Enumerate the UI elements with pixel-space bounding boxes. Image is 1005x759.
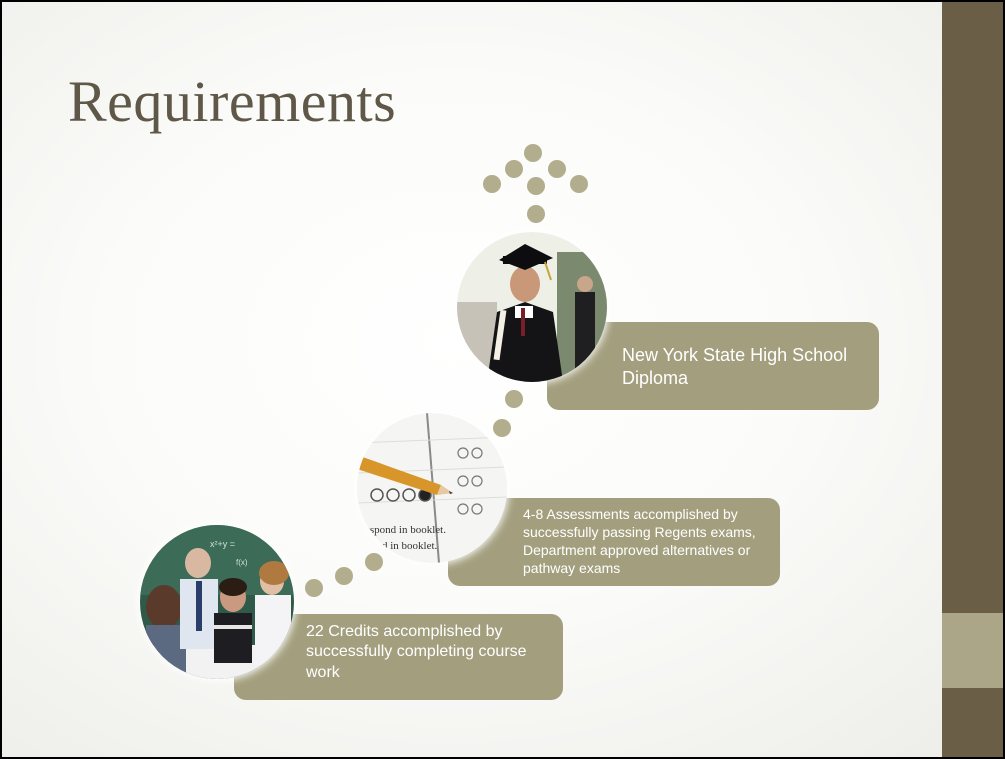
svg-text:ond in booklet.: ond in booklet. [371, 540, 438, 552]
step-diploma-text: New York State High School Diploma [622, 345, 848, 389]
step-assessments-card: 4-8 Assessments accomplished by successf… [448, 498, 780, 586]
arrow-dot [548, 160, 566, 178]
graduate-photo [457, 232, 607, 382]
arrow-dot [483, 175, 501, 193]
step-assessments-text: 4-8 Assessments accomplished by successf… [523, 506, 756, 576]
svg-text:x²+y =: x²+y = [210, 539, 235, 549]
arrow-dot [527, 205, 545, 223]
path-dot [493, 419, 511, 437]
arrow-dot [570, 175, 588, 193]
sidebar-accent [942, 613, 1003, 688]
svg-text:f(x): f(x) [236, 558, 248, 567]
step-diploma-card: New York State High School Diploma [547, 322, 879, 410]
path-dot [305, 579, 323, 597]
arrow-dot [524, 144, 542, 162]
slide-title: Requirements [68, 69, 397, 134]
arrow-dot [505, 160, 523, 178]
test-answer-sheet-photo: espond in booklet. ond in booklet. [357, 413, 507, 563]
students-classroom-photo: x²+y = f(x) [140, 525, 294, 679]
step-credits-text: 22 Credits accomplished by successfully … [306, 623, 527, 681]
arrow-dot [527, 177, 545, 195]
path-dot [505, 390, 523, 408]
svg-text:espond in booklet.: espond in booklet. [365, 524, 446, 536]
path-dot [365, 553, 383, 571]
path-dot [335, 567, 353, 585]
